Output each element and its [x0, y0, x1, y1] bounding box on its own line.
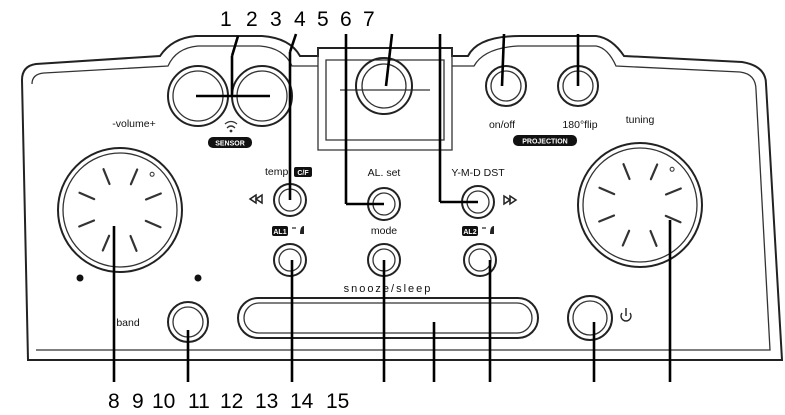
al-set-label: AL. set	[368, 167, 401, 179]
temp-badge-label: C/F	[297, 170, 309, 177]
sensor-badge	[208, 137, 252, 148]
fast-forward-icon	[503, 194, 518, 206]
knob-grip-ridge	[622, 163, 631, 181]
knob-grip-ridge	[598, 214, 616, 223]
tuning-knob[interactable]: tuning	[577, 114, 703, 268]
flip-label: 180°flip	[562, 119, 597, 131]
al-set-group: AL. set	[367, 167, 401, 221]
sensor-assembly: SENSOR	[167, 65, 293, 148]
tuning-ticks	[598, 163, 682, 247]
mode-label: mode	[371, 225, 397, 237]
power-icon	[620, 308, 632, 322]
power-group	[567, 295, 632, 341]
al1-badge	[272, 226, 288, 236]
projection-label: PROJECTION	[522, 139, 568, 146]
al1-badge-label: AL1	[273, 229, 286, 236]
knob-grip-ridge	[598, 186, 616, 196]
knob-grip-ridge	[649, 229, 658, 247]
ymd-dst-label: Y-M-D DST	[451, 167, 505, 179]
band-group: band	[116, 301, 209, 343]
callout-15: 15	[326, 390, 349, 413]
knob-grip-ridge	[664, 187, 682, 196]
volume-max-dot	[194, 274, 202, 282]
knob-grip-ridge	[649, 163, 659, 181]
callout-14: 14	[290, 390, 314, 413]
volume-min-dot	[76, 274, 84, 282]
knob-indicator-mark	[149, 171, 155, 177]
knob-grip-ridge	[78, 219, 96, 228]
al1-button[interactable]	[273, 243, 307, 277]
knob-grip-ridge	[78, 191, 96, 201]
callout-9: 9	[132, 390, 144, 413]
temp-button-group: temp C/F	[248, 166, 312, 217]
volume-ticks	[78, 168, 162, 252]
callout-7: 7	[363, 8, 375, 31]
power-button[interactable]	[567, 295, 613, 341]
volume-knob[interactable]: -volume+	[57, 118, 202, 282]
bell-icon	[482, 226, 494, 234]
bell-icon	[292, 226, 304, 234]
callout-5: 5	[317, 8, 329, 31]
knob-grip-ridge	[102, 168, 111, 186]
callout-2: 2	[246, 8, 258, 31]
knob-grip-ridge	[621, 229, 631, 247]
knob-grip-ridge	[129, 168, 139, 186]
ymd-dst-group: Y-M-D DST	[451, 167, 518, 219]
callout-12: 12	[220, 390, 243, 413]
knob-indicator-mark	[669, 166, 675, 172]
temp-badge	[294, 167, 312, 177]
knob-grip-ridge	[101, 234, 111, 252]
callout-3: 3	[270, 8, 282, 31]
temp-label: temp	[265, 166, 289, 178]
callout-numbers-bottom: 8 9 10 11 12 13 14 15	[108, 390, 349, 413]
al2-badge	[462, 226, 478, 236]
callout-1: 1	[220, 8, 232, 31]
al2-button[interactable]	[463, 243, 497, 277]
knob-grip-ridge	[664, 214, 682, 224]
callout-10: 10	[152, 390, 175, 413]
al2-badge-label: AL2	[463, 229, 476, 236]
projection-controls: on/off 180°flip PROJECTION	[485, 65, 599, 146]
callout-lines	[112, 33, 672, 382]
callout-6: 6	[340, 8, 352, 31]
band-label: band	[116, 317, 140, 329]
projection-on-off-button[interactable]	[485, 65, 527, 107]
sensor-label: SENSOR	[215, 141, 245, 148]
projector-lens	[355, 57, 413, 115]
callout-numbers-top: 1 2 3 4 5 6 7	[220, 8, 375, 31]
tuning-label: tuning	[626, 114, 655, 126]
knob-grip-ridge	[129, 234, 138, 252]
wireless-icon	[224, 120, 238, 133]
callout-13: 13	[255, 390, 278, 413]
projection-badge	[513, 135, 577, 146]
callout-4: 4	[294, 8, 306, 31]
device-body	[20, 35, 784, 361]
snooze-sleep-label: snooze/sleep	[344, 283, 433, 295]
volume-label: -volume+	[112, 118, 155, 130]
al1-group: AL1	[272, 226, 307, 277]
knob-grip-ridge	[144, 219, 162, 229]
knob-grip-ridge	[144, 192, 162, 201]
callout-11: 11	[188, 390, 210, 413]
on-off-label: on/off	[489, 119, 515, 131]
snooze-sleep-bar[interactable]: snooze/sleep	[237, 283, 539, 339]
callout-8: 8	[108, 390, 120, 413]
rewind-icon	[248, 193, 263, 205]
